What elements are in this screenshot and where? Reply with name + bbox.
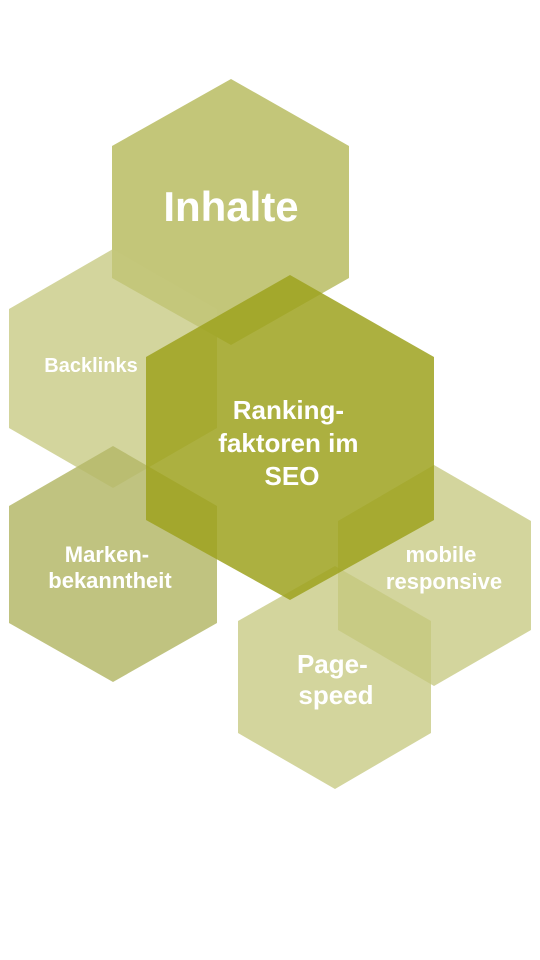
hexagon-center-shape	[146, 275, 434, 600]
hexagon-pagespeed: Page- speed	[238, 566, 431, 789]
hexagon-pagespeed-label-line: Page-	[297, 649, 368, 679]
hexagon-inhalte-label-line: Inhalte	[163, 183, 298, 230]
hexagon-markenbekanntheit-label: Marken- bekanntheit	[48, 542, 172, 593]
hexagon-center-ranking-factors: Ranking- faktoren im SEO	[146, 275, 434, 600]
hexagon-pagespeed-label: Page- speed	[297, 649, 375, 710]
hexagon-inhalte-label: Inhalte	[163, 183, 298, 230]
hexagon-mobile-responsive-label: mobile responsive	[386, 542, 502, 594]
hexagon-markenbekanntheit-label-line: bekanntheit	[48, 568, 172, 593]
hexagon-markenbekanntheit-label-line: Marken-	[65, 542, 149, 567]
hexagon-center-label: Ranking- faktoren im SEO	[218, 395, 365, 491]
hexagon-center-label-line: SEO	[265, 461, 320, 491]
hexagon-center-label-line: faktoren im	[218, 428, 358, 458]
hexagon-pagespeed-label-line: speed	[298, 680, 373, 710]
hexagon-backlinks-label-line: Backlinks	[44, 355, 137, 377]
hexagon-backlinks-label: Backlinks	[44, 355, 137, 377]
hexagon-mobile-responsive-label-line: responsive	[386, 569, 502, 594]
hexagon-mobile-responsive-label-line: mobile	[405, 542, 476, 567]
hexagon-pagespeed-shape	[238, 566, 431, 789]
hexagon-center-label-line: Ranking-	[233, 395, 344, 425]
